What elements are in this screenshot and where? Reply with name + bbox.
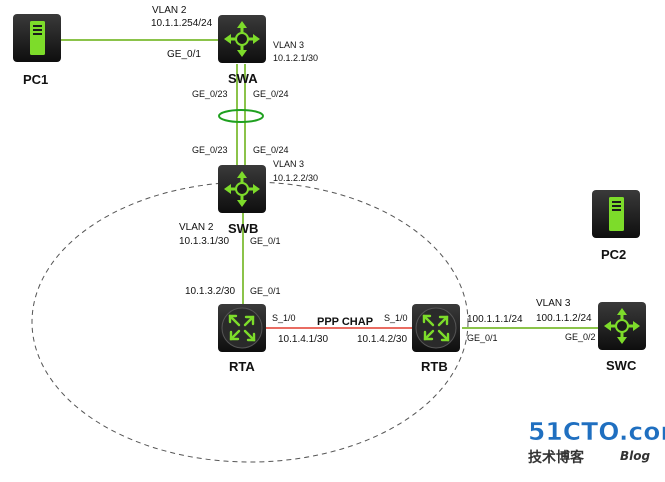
swc-device[interactable] [598,302,646,350]
pc1-swa-ip: 10.1.1.254/24 [151,18,213,29]
pc-tower-icon [30,21,45,55]
switch-arrows-icon [224,171,260,207]
area-boundary-ellipse [31,181,469,463]
pc1-swa-port: GE_0/1 [167,49,201,60]
rtb-serial-ip: 10.1.4.2/30 [357,334,407,345]
rta-serial-port: S_1/0 [272,313,296,323]
swb-ip3: 10.1.2.2/30 [273,173,318,183]
switch-arrows-icon [224,21,260,57]
pc1-name: PC1 [23,72,48,87]
pc-tower-icon [609,197,624,231]
swb-port-1: GE_0/1 [250,236,281,246]
pc2-name: PC2 [601,247,626,262]
rta-name: RTA [229,359,255,374]
switch-arrows-icon [604,308,640,344]
ppp-chap-label: PPP CHAP [317,316,373,328]
swc-port: GE_0/2 [565,332,596,342]
swa-port-23: GE_0/23 [192,89,228,99]
swb-port-24: GE_0/24 [253,145,289,155]
link-aggregation-ring [218,109,264,123]
rta-device[interactable] [218,304,266,352]
swb-ip2: 10.1.3.1/30 [179,236,229,247]
swa-ip: 10.1.2.1/30 [273,53,318,63]
pc1-swa-vlan: VLAN 2 [152,5,187,16]
watermark-site: 51CTO.com [528,417,665,446]
rta-serial-ip: 10.1.4.1/30 [278,334,328,345]
rtb-ge-ip: 100.1.1.1/24 [467,314,523,325]
swc-name: SWC [606,358,637,373]
router-arrows-icon [228,314,256,342]
rta-up-ip: 10.1.3.2/30 [185,286,235,297]
swb-device[interactable] [218,165,266,213]
rtb-serial-port: S_1/0 [384,313,408,323]
pc1-device[interactable] [13,14,61,62]
swa-vlan3: VLAN 3 [273,40,304,50]
watermark-logo: 51CTO.com 技术博客 Blog [528,417,665,466]
swb-name: SWB [228,221,258,236]
rtb-name: RTB [421,359,448,374]
rtb-device[interactable] [412,304,460,352]
swa-port-24: GE_0/24 [253,89,289,99]
router-arrows-icon [422,314,450,342]
rtb-ge-port: GE_0/1 [467,333,498,343]
swc-ip: 100.1.1.2/24 [536,313,592,324]
swa-device[interactable] [218,15,266,63]
pc2-device[interactable] [592,190,640,238]
watermark-blog: Blog [620,449,651,463]
swc-vlan3: VLAN 3 [536,298,571,309]
rta-up-port: GE_0/1 [250,286,281,296]
swb-vlan2: VLAN 2 [179,222,214,233]
watermark-tagline: 技术博客 [528,449,585,466]
swb-port-23: GE_0/23 [192,145,228,155]
swb-vlan3: VLAN 3 [273,159,304,169]
swa-name: SWA [228,71,258,86]
